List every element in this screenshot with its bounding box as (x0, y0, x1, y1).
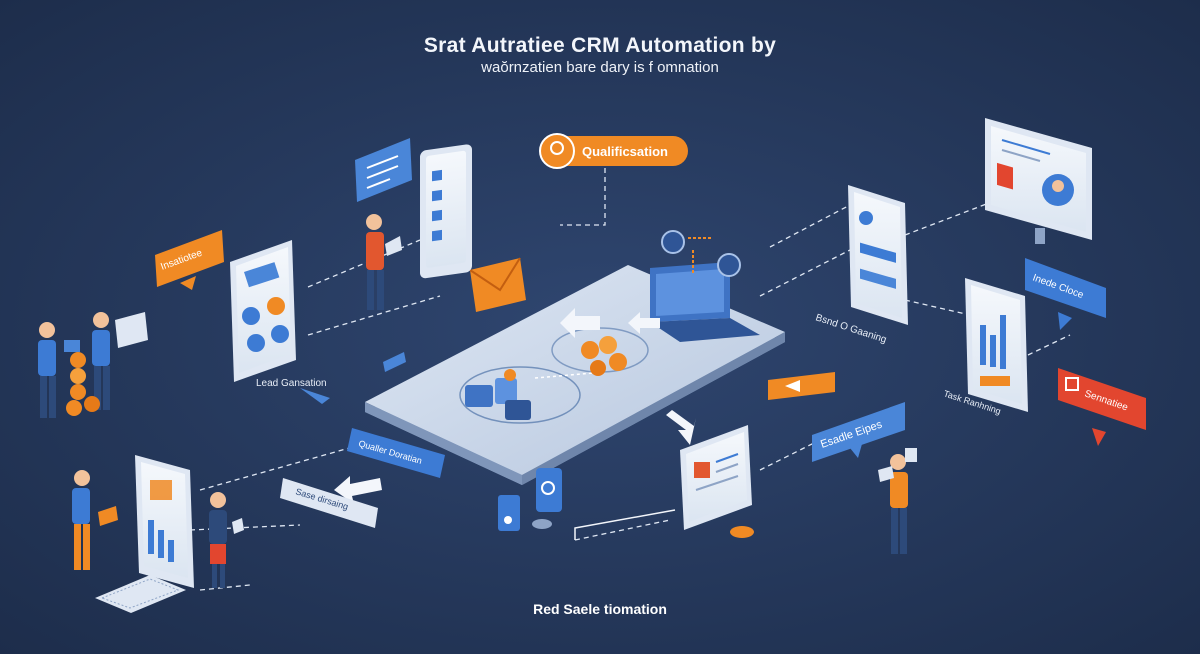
search-tile-icon (536, 468, 562, 512)
mid-right-label: Bsnd O Gaaning (814, 312, 888, 345)
qualification-badge: Qualificsation (539, 133, 688, 169)
speech-bubble-right: Esadle Eipes (812, 402, 905, 462)
person-bottom-right-icon (878, 448, 917, 554)
chat-bubble-icon (355, 138, 412, 202)
page-subtitle: waŏrnzatien bare dary is f omnation (481, 59, 719, 76)
connector-lines (189, 168, 1071, 591)
page-title: Srat Autratiee CRM Automation by (423, 34, 777, 57)
profile-tablet-icon (680, 425, 754, 538)
person-with-tablet-icon (366, 214, 402, 310)
white-arrows (334, 308, 696, 504)
laptop-icon (650, 262, 760, 342)
coins-icon (581, 336, 627, 376)
tablet-chart-icon (135, 455, 194, 588)
music-tile-icon (498, 495, 520, 531)
email-envelope-icon (469, 257, 526, 312)
top-right-tag: Inede Cloce (1025, 258, 1106, 330)
disc-icon (532, 519, 552, 529)
bottom-connector (574, 509, 676, 540)
people-bottom-left-icon (72, 470, 244, 588)
phone-apps-icon (230, 240, 296, 382)
keyboard-icon (95, 575, 186, 613)
platform-devices-icon (465, 369, 531, 420)
top-left-tag: Insatiotee (155, 230, 224, 290)
monitor-profile-icon (985, 118, 1092, 244)
right-orange-tag (768, 372, 835, 400)
footer-caption: Red Saele tiomation (533, 601, 667, 617)
left-blue-arrow-icon (300, 352, 406, 404)
search-nodes-icon (661, 230, 741, 277)
lead-generation-label: Lead Gansation (256, 378, 327, 389)
qualification-label: Qualificsation (582, 144, 668, 159)
right-red-tag: Sennatiee (1058, 368, 1146, 446)
phone-checklist-icon (420, 144, 472, 279)
phone-profile-right-icon (848, 185, 908, 325)
people-with-coins-icon (38, 312, 148, 418)
phone-chart-right-icon (965, 278, 1028, 412)
